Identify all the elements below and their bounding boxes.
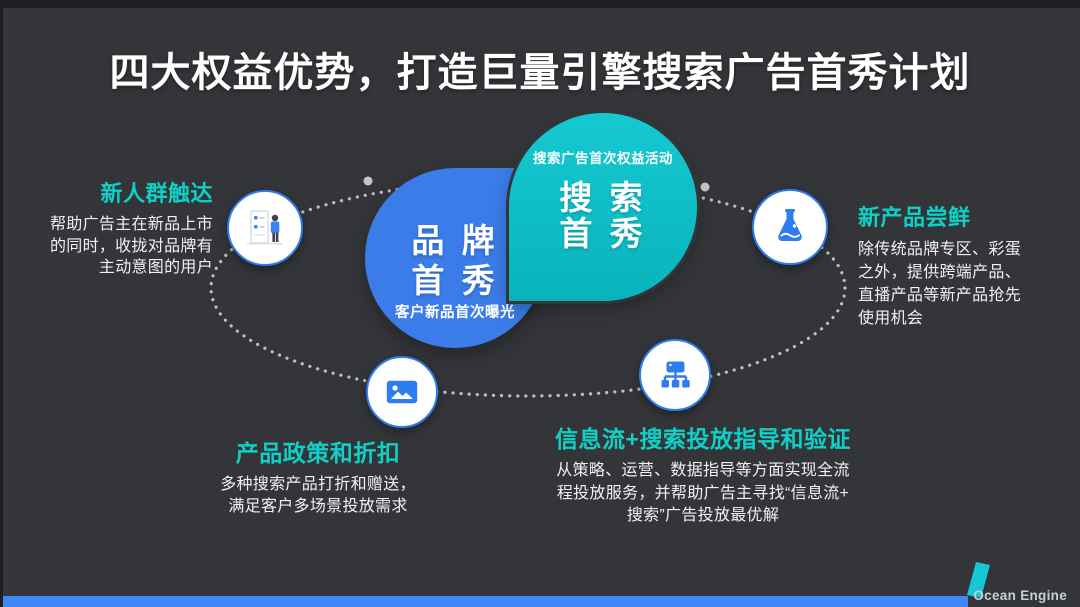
search-debut-word1: 搜 索	[559, 179, 647, 216]
benefit-title: 信息流+搜索投放指导和验证	[555, 426, 851, 452]
benefit-desc: 从策略、运营、数据指导等方面实现全流 程投放服务，并帮助广告主寻找“信息流+ 搜…	[556, 462, 850, 524]
picture-icon	[386, 380, 418, 404]
benefit-desc: 除传统品牌专区、彩蛋 之外，提供跨端产品、 直播产品等新产品抢先 使用机会	[858, 241, 1022, 327]
benefit-block-new-audience: 新人群触达 帮助广告主在新品上市 的同时，收拢对品牌有 主动意图的用户	[41, 176, 213, 279]
benefit-block-guidance: 信息流+搜索投放指导和验证 从策略、运营、数据指导等方面实现全流 程投放服务，并…	[555, 420, 851, 528]
benefit-desc: 多种搜索产品打折和赠送， 满足客户多场景投放需求	[220, 476, 416, 515]
slide-border-top	[0, 0, 1080, 8]
brand-debut-caption: 客户新品首次曝光	[395, 305, 515, 321]
benefit-title: 新产品尝鲜	[858, 205, 971, 230]
benefit-title: 新人群触达	[100, 181, 213, 206]
benefit-block-product-policy: 产品政策和折扣 多种搜索产品打折和赠送， 满足客户多场景投放需求	[212, 434, 424, 518]
footer-accent-bar	[0, 596, 968, 607]
sitemap-icon	[661, 361, 690, 387]
accent-dot-right	[700, 182, 710, 192]
accent-dot-left	[363, 176, 373, 186]
benefit-circle-new-product	[752, 189, 828, 265]
brand-debut-word2: 首 秀	[411, 262, 499, 299]
flask-icon	[778, 209, 802, 241]
search-debut-word2: 首 秀	[559, 215, 647, 252]
slide-border-left	[0, 0, 3, 607]
benefit-title: 产品政策和折扣	[235, 440, 401, 466]
benefit-circle-product-policy	[366, 356, 438, 428]
benefit-circle-new-audience	[227, 190, 303, 266]
search-debut-bubble: 搜索广告首次权益活动 搜 索 首 秀	[509, 113, 697, 301]
ocean-engine-logo-icon	[967, 562, 990, 598]
brand-debut-word1: 品 牌	[411, 222, 499, 259]
search-debut-caption: 搜索广告首次权益活动	[533, 151, 673, 166]
benefit-block-new-product: 新产品尝鲜 除传统品牌专区、彩蛋 之外，提供跨端产品、 直播产品等新产品抢先 使…	[858, 200, 1036, 330]
ocean-engine-logo-text: Ocean Engine	[973, 588, 1067, 603]
benefit-desc: 帮助广告主在新品上市 的同时，收拢对品牌有 主动意图的用户	[49, 216, 213, 276]
benefit-circle-guidance	[639, 339, 711, 411]
door-person-illustration	[247, 210, 283, 245]
page-title: 四大权益优势，打造巨量引擎搜索广告首秀计划	[109, 51, 971, 95]
